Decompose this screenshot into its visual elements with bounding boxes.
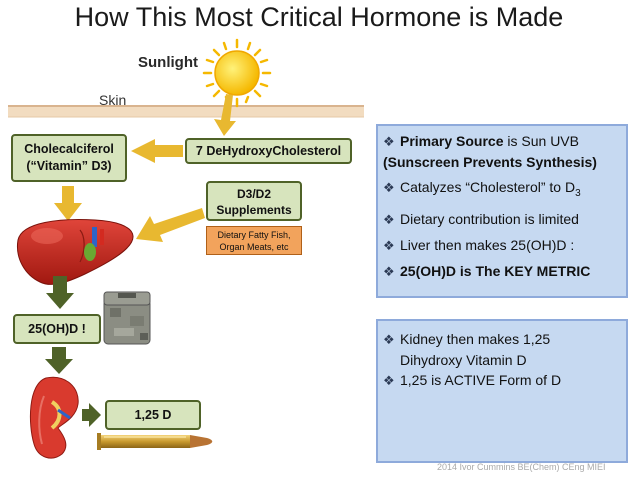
liver-to-25ohd-arrow — [46, 276, 74, 309]
sunscreen-note: (Sunscreen Prevents Synthesis) — [383, 154, 597, 170]
dietary-contribution-text: Dietary contribution is limited — [400, 210, 579, 227]
liver-icon — [16, 219, 134, 285]
catalyzes-line: ❖ Catalyzes “Cholesterol” to D3 — [383, 177, 626, 204]
d3-d2-label: D3/D2 — [236, 187, 271, 201]
skin-band — [8, 105, 364, 118]
125d-box: 1,25 D — [105, 400, 201, 430]
cholecalciferol-box: Cholecalciferol (“Vitamin” D3) — [11, 134, 127, 182]
25ohd-to-kidney-arrow — [45, 347, 73, 374]
125d-label: 1,25 D — [134, 408, 172, 422]
skin-label: Skin — [99, 92, 127, 108]
diamond-bullet-icon: ❖ — [383, 134, 395, 149]
catalyzes-subscript: 3 — [575, 187, 581, 199]
kidney-to-125d-arrow — [82, 403, 101, 427]
kidney-text: Kidney then makes 1,25 — [400, 331, 551, 347]
dehydroxycholesterol-box: 7 DeHydroxyCholesterol — [185, 138, 352, 164]
pouch-icon — [103, 291, 151, 345]
dietary-sources-box: Dietary Fatty Fish, Organ Meats, etc — [206, 226, 302, 255]
primary-source-line: ❖ Primary Source is Sun UVB — [383, 131, 626, 152]
diamond-bullet-icon: ❖ — [383, 211, 395, 227]
vitamin-d3-label: (“Vitamin” D3) — [26, 159, 112, 173]
key-metric-line: ❖ 25(OH)D is The KEY METRIC — [383, 261, 626, 282]
supplements-box: D3/D2 Supplements — [206, 181, 302, 221]
dehydroxy-to-cholecalciferol-arrow — [131, 139, 183, 163]
diamond-bullet-icon: ❖ — [383, 373, 395, 388]
dietary-contribution-line: ❖ Dietary contribution is limited — [383, 209, 626, 230]
diamond-bullet-icon: ❖ — [383, 237, 395, 253]
cholecalciferol-label: Cholecalciferol — [24, 142, 114, 156]
key-metric-text: 25(OH)D is The KEY METRIC — [400, 262, 591, 279]
sunlight-label: Sunlight — [138, 54, 198, 71]
catalyzes-text: Catalyzes “Cholesterol” to D — [400, 179, 576, 195]
primary-source-label: Primary Source — [400, 133, 504, 149]
dietary-line-2: Organ Meats, etc — [219, 242, 289, 252]
supplements-to-liver-arrow — [136, 208, 205, 242]
diamond-bullet-icon: ❖ — [383, 180, 395, 195]
sun-icon — [202, 38, 272, 108]
dehydroxycholesterol-label: 7 DeHydroxyCholesterol — [195, 144, 342, 158]
kidney-panel: ❖ Kidney then makes 1,25 Dihydroxy Vitami… — [376, 319, 628, 463]
sun-to-dehydroxy-arrow — [214, 94, 236, 136]
diamond-bullet-icon: ❖ — [383, 332, 395, 347]
page-title: How This Most Critical Hormone is Made — [74, 2, 564, 32]
active-form-text: 1,25 is ACTIVE Form of D — [400, 372, 562, 388]
supplements-label: Supplements — [216, 203, 292, 217]
dietary-line-1: Dietary Fatty Fish, — [217, 230, 291, 240]
credit-text: 2014 Ivor Cummins BE(Chem) CEng MIEI — [437, 462, 606, 472]
25ohd-label: 25(OH)D ! — [28, 322, 86, 336]
active-form-line: ❖ 1,25 is ACTIVE Form of D — [383, 370, 626, 391]
liver-text: Liver then makes 25(OH)D : — [400, 236, 575, 253]
cholecalciferol-to-liver-arrow — [54, 186, 82, 221]
kidney-icon — [29, 376, 79, 459]
primary-source-panel: ❖ Primary Source is Sun UVB (Sunscreen Pr… — [376, 124, 628, 298]
bullet-icon — [97, 433, 213, 450]
25ohd-box: 25(OH)D ! — [13, 314, 101, 344]
diamond-bullet-icon: ❖ — [383, 263, 395, 279]
liver-line: ❖ Liver then makes 25(OH)D : — [383, 235, 626, 256]
dihydroxy-text: Dihydroxy Vitamin D — [400, 352, 527, 368]
kidney-line: ❖ Kidney then makes 1,25 — [383, 329, 626, 350]
primary-source-text: is Sun UVB — [503, 133, 579, 149]
